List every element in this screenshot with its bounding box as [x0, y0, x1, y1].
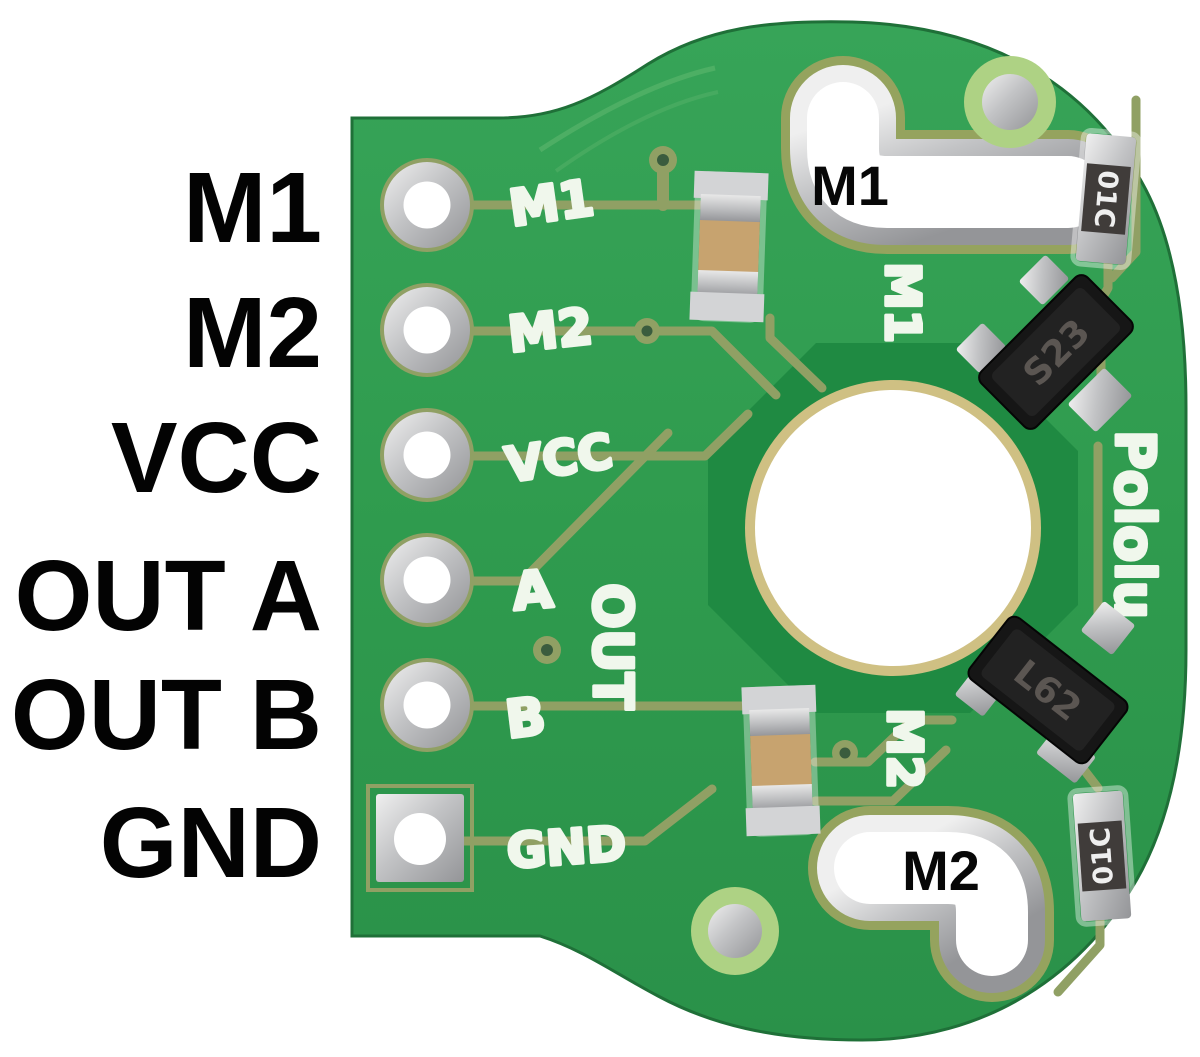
through-hole-m1 — [380, 158, 474, 252]
via — [649, 146, 677, 174]
via — [832, 740, 858, 766]
through-hole-out-a — [380, 533, 474, 627]
mounting-hole-bottom — [691, 887, 779, 975]
silkscreen-labels: M1 M2 VCC A OUT B GND M1 M2 Pololu — [500, 167, 1168, 882]
trace-bottom-2 — [810, 745, 951, 806]
pin-label-out-a: OUT A — [15, 540, 322, 652]
vias — [533, 146, 858, 766]
pin-label-m2: M2 — [183, 277, 322, 389]
trace-resistor-bottom-edge — [1053, 913, 1105, 997]
via — [634, 318, 660, 344]
edge-highlight — [554, 90, 719, 173]
pin-label-out-b: OUT B — [11, 659, 322, 771]
capacitor-bottom — [741, 684, 821, 837]
pololu-logo-text: Pololu — [1103, 430, 1166, 619]
resistor-bottom-marking: 01C — [1085, 826, 1120, 885]
motor-pad-m1 — [781, 56, 1130, 254]
center-shaft-hole — [745, 380, 1041, 676]
mounting-hole-top — [964, 56, 1056, 148]
silk-gnd: GND — [505, 816, 628, 880]
resistor-top: 01C — [1070, 127, 1142, 271]
pin-label-gnd: GND — [100, 787, 322, 899]
pinout-legend: M1 M2 VCC OUT A OUT B GND — [11, 152, 322, 899]
resistor-bottom: 01C — [1067, 785, 1137, 927]
trace-cap-top — [765, 313, 827, 393]
resistor-top-marking: 01C — [1088, 169, 1124, 229]
motor-pad-m2 — [808, 806, 1054, 1002]
through-hole-m2 — [380, 283, 474, 377]
pad-annotation-m1: M1 — [811, 154, 889, 217]
silk-m2-vertical: M2 — [876, 708, 932, 789]
through-hole-gnd-square — [366, 784, 474, 892]
silk-m2: M2 — [505, 297, 595, 364]
trace-gnd — [419, 784, 717, 846]
capacitor-top — [689, 170, 769, 323]
silk-m1-vertical: M1 — [874, 262, 930, 343]
pin-label-vcc: VCC — [111, 402, 322, 514]
through-hole-out-b — [380, 658, 474, 752]
silk-b: B — [502, 687, 549, 751]
trace-m2 — [425, 326, 781, 400]
via — [533, 636, 561, 664]
trace-resistor-top — [1107, 95, 1141, 283]
silk-m1: M1 — [506, 169, 598, 238]
pin-label-m1: M1 — [183, 152, 322, 264]
transistor-bottom: L62 — [955, 601, 1135, 783]
trace-vcc — [425, 409, 753, 461]
silk-a: A — [510, 560, 555, 623]
through-hole-vcc — [380, 408, 474, 502]
edge-highlight — [538, 65, 716, 153]
pad-annotation-m2: M2 — [902, 839, 980, 902]
silk-out: OUT — [581, 583, 644, 710]
